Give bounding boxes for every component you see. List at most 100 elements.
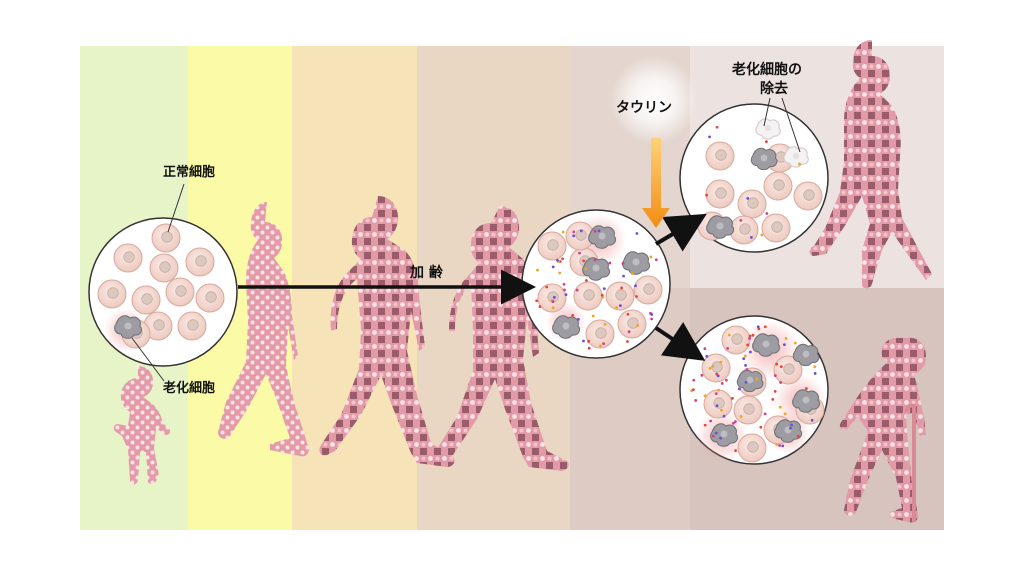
branch-arrow-up [654, 213, 707, 252]
cell-nucleus [802, 396, 810, 404]
cell-nucleus [747, 197, 759, 209]
sasp-particle [635, 295, 638, 298]
figures [113, 40, 932, 523]
sasp-particle [731, 421, 735, 425]
sasp-particle [714, 431, 718, 435]
cell-nucleus [187, 319, 199, 331]
sasp-particle [627, 330, 631, 334]
sasp-particle [789, 426, 792, 430]
removal-pointer-2 [781, 97, 801, 153]
sasp-particle [576, 317, 580, 321]
cell-nucleus [562, 322, 570, 330]
sasp-particle [601, 295, 605, 299]
cell-nucleus [720, 430, 728, 438]
sasp-particle [703, 394, 707, 398]
cell-nucleus [141, 293, 153, 305]
cell-nucleus [643, 283, 655, 295]
cell-nucleus [783, 363, 795, 375]
removal-pointer-1 [763, 97, 771, 127]
sasp-particle [711, 364, 715, 368]
taurine-glow [610, 56, 698, 144]
sasp-particle [708, 135, 711, 139]
cell-nucleus [715, 187, 727, 199]
sasp-particle [755, 377, 759, 381]
sasp-particle [626, 312, 630, 316]
young-adult-figure [319, 196, 455, 467]
normal-cell-label: 正常細胞 [163, 164, 215, 180]
sasp-particle [556, 258, 559, 262]
sasp-particle [731, 396, 734, 400]
sasp-particle [737, 387, 741, 391]
cell-nucleus [764, 124, 772, 132]
senescent-cell-pointer [131, 337, 165, 382]
sasp-particle [621, 262, 625, 265]
sasp-particle [593, 258, 597, 262]
cell-nucleus [195, 255, 207, 267]
sasp-particle [748, 337, 751, 340]
sasp-particle [630, 272, 634, 275]
cell-nucleus [746, 376, 754, 384]
sasp-particle [561, 230, 565, 234]
sasp-particle [760, 233, 764, 237]
sasp-particle [720, 381, 724, 385]
sasp-particle [739, 219, 743, 222]
sasp-particle [582, 259, 586, 263]
cell-nucleus [773, 179, 785, 191]
cell-nucleus [715, 149, 727, 161]
cell-nucleus [595, 327, 607, 339]
sasp-particle [813, 365, 817, 369]
sasp-particle [720, 408, 723, 412]
sasp-particle [784, 337, 788, 340]
sasp-particle [796, 434, 800, 438]
cell-circle-start [88, 217, 238, 367]
sasp-particle [773, 374, 777, 377]
sasp-particle [727, 333, 731, 337]
sasp-particle [545, 285, 549, 289]
cell-nucleus [107, 287, 119, 299]
sasp-particle [600, 293, 604, 297]
removal-label-line2: 除去 [760, 80, 788, 97]
sasp-particle [705, 193, 708, 197]
sasp-particle [778, 405, 782, 409]
aging-label: 加 齢 [409, 264, 444, 281]
sasp-particle [734, 449, 737, 452]
sasp-particle [749, 350, 752, 354]
cell-nucleus [123, 251, 135, 263]
sasp-particle [745, 368, 749, 371]
cell-nucleus [583, 289, 595, 301]
sasp-particle [781, 444, 785, 448]
normal-cell-pointer [167, 183, 185, 233]
sasp-particle [571, 313, 575, 317]
sasp-particle [790, 423, 793, 427]
baby-figure [113, 366, 171, 485]
sasp-particle [711, 434, 715, 438]
sasp-particle [597, 229, 601, 233]
sasp-particle [751, 333, 755, 337]
sasp-particle [602, 342, 606, 346]
sasp-particle [726, 346, 730, 350]
sasp-particle [563, 288, 566, 292]
sasp-particle [750, 236, 753, 239]
sasp-particle [775, 362, 779, 366]
sasp-particle [742, 357, 746, 361]
walking-cane [904, 403, 916, 522]
senescent-cell-label: 老化細胞 [162, 380, 215, 396]
sasp-particle [622, 274, 625, 278]
sasp-particle [793, 341, 797, 345]
sasp-particle [763, 412, 767, 416]
sasp-particle [558, 271, 562, 275]
sasp-particle [608, 261, 612, 265]
sasp-particle [562, 282, 566, 286]
sasp-particle [813, 372, 817, 375]
cell-nucleus [632, 258, 640, 266]
sasp-particle [746, 196, 750, 200]
sasp-particle [705, 354, 709, 358]
sasp-particle [773, 389, 777, 393]
sasp-particle [551, 306, 555, 310]
sasp-particle [591, 314, 595, 318]
sasp-particle [725, 378, 728, 382]
cell-nucleus [731, 333, 743, 345]
sasp-particle [691, 388, 695, 392]
sasp-particle [582, 339, 585, 343]
